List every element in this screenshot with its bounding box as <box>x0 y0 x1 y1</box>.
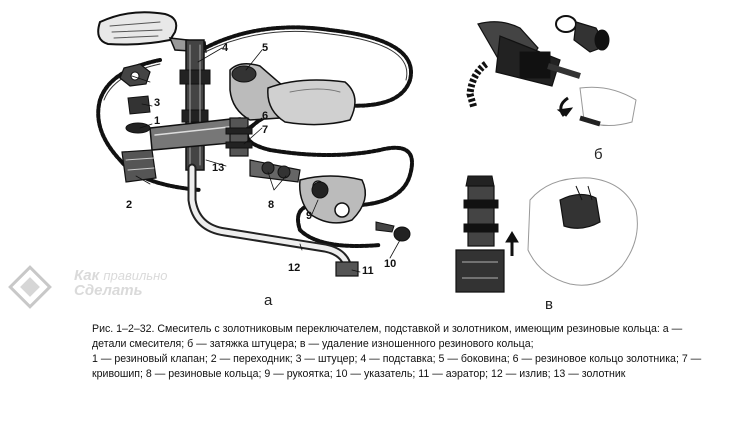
panel-label-b: б <box>594 146 603 163</box>
panel-v-drawing <box>455 175 638 293</box>
callout-4: 4 <box>222 42 229 54</box>
small-parts <box>119 63 157 183</box>
caption-legend: 1 — резиновый клапан; 2 — переходник; 3 … <box>92 353 702 380</box>
callout-13: 13 <box>212 162 225 174</box>
callout-11: 11 <box>362 265 374 277</box>
caption-title: Рис. 1–2–32. Смеситель с золотниковым пе… <box>92 323 683 350</box>
panel-b-drawing <box>466 15 637 127</box>
panel-a-drawing <box>96 11 414 277</box>
callout-12: 12 <box>288 262 301 274</box>
callout-7: 7 <box>262 124 269 136</box>
stand-body <box>179 39 211 171</box>
callout-6: 6 <box>262 110 269 122</box>
panel-label-a: а <box>264 292 273 309</box>
watermark-line1-bold: Как <box>74 267 100 284</box>
panel-label-v: в <box>545 296 553 313</box>
callout-5: 5 <box>262 42 269 54</box>
spout-12 <box>187 163 359 277</box>
watermark-line2: Сделать <box>74 282 143 299</box>
callout-10: 10 <box>384 258 397 270</box>
watermark: Как правильно Сделать <box>74 268 168 298</box>
callout-1: 1 <box>154 115 161 127</box>
callout-8: 8 <box>268 199 275 211</box>
callout-9: 9 <box>306 210 313 222</box>
watermark-text: Как правильно Сделать <box>74 268 168 298</box>
figure-caption: Рис. 1–2–32. Смеситель с золотниковым пе… <box>92 322 712 382</box>
indicator-10 <box>375 221 411 242</box>
callout-3: 3 <box>154 97 161 109</box>
watermark-logo-icon <box>8 265 52 309</box>
coiled-hose <box>96 25 414 248</box>
watermark-line1-rest: правильно <box>103 268 168 283</box>
callout-2: 2 <box>126 199 133 211</box>
